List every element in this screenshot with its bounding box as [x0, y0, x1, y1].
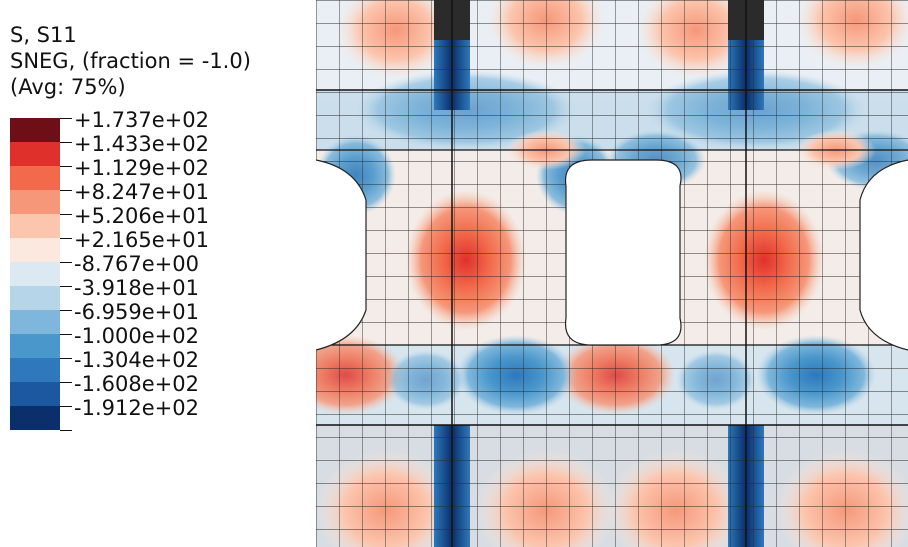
contour-legend: S, S11 SNEG, (fraction = -1.0) (Avg: 75%… — [0, 0, 318, 547]
legend-value-label: -1.304e+02 — [74, 348, 199, 372]
legend-value-label: +1.129e+02 — [74, 156, 209, 180]
legend-section-point: SNEG, (fraction = -1.0) — [10, 49, 251, 73]
legend-tick — [60, 142, 72, 143]
legend-value-label: +5.206e+01 — [74, 204, 209, 228]
legend-swatch — [10, 118, 60, 142]
legend-value-label: -1.608e+02 — [74, 372, 199, 396]
legend-tick — [60, 118, 72, 119]
hole-left-edge — [316, 159, 367, 351]
legend-tick — [60, 334, 72, 335]
legend-value-label: +2.165e+01 — [74, 228, 209, 252]
legend-tick — [60, 382, 72, 383]
legend-value-label: +1.433e+02 — [74, 132, 209, 156]
legend-swatch — [10, 310, 60, 334]
legend-swatch — [10, 238, 60, 262]
legend-swatch — [10, 190, 60, 214]
legend-tick — [60, 286, 72, 287]
legend-swatch — [10, 214, 60, 238]
legend-value-label: -3.918e+01 — [74, 276, 199, 300]
legend-swatch — [10, 142, 60, 166]
hole-center — [564, 159, 682, 346]
legend-tick — [60, 238, 72, 239]
legend-swatch — [10, 286, 60, 310]
legend-tick — [60, 190, 72, 191]
legend-swatch — [10, 262, 60, 286]
legend-swatch — [10, 334, 60, 358]
legend-swatch — [10, 166, 60, 190]
legend-tick — [60, 262, 72, 263]
legend-tick — [60, 406, 72, 407]
legend-variable-title: S, S11 — [10, 23, 77, 47]
legend-tick — [60, 166, 72, 167]
legend-value-label: -6.959e+01 — [74, 300, 199, 324]
legend-value-label: -8.767e+00 — [74, 252, 199, 276]
legend-averaging: (Avg: 75%) — [10, 75, 126, 99]
legend-tick — [60, 430, 72, 431]
legend-tick — [60, 358, 72, 359]
legend-value-label: +1.737e+02 — [74, 108, 209, 132]
fem-contour-viewport — [316, 0, 908, 547]
legend-tick — [60, 214, 72, 215]
legend-swatch — [10, 382, 60, 406]
hole-right-edge — [859, 159, 908, 351]
legend-value-label: -1.000e+02 — [74, 324, 199, 348]
legend-swatch — [10, 358, 60, 382]
legend-value-label: +8.247e+01 — [74, 180, 209, 204]
legend-swatch — [10, 406, 60, 430]
legend-tick — [60, 310, 72, 311]
legend-value-label: -1.912e+02 — [74, 396, 199, 420]
